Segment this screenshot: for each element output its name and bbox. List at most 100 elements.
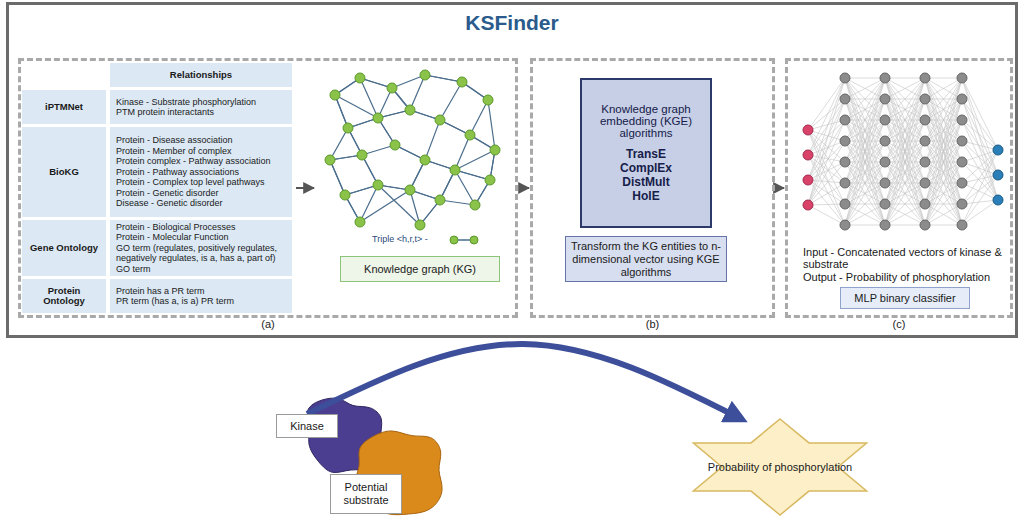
mlp-weight bbox=[808, 162, 845, 180]
mlp-weight bbox=[845, 204, 885, 225]
mlp-weight bbox=[845, 183, 885, 225]
neuron bbox=[840, 157, 850, 167]
mlp-weight bbox=[845, 78, 885, 162]
mlp-weight bbox=[925, 78, 962, 183]
graph-edge bbox=[335, 95, 378, 118]
node-text: Protein - Disease association bbox=[116, 135, 233, 146]
mlp-weight bbox=[925, 78, 962, 225]
mlp-weight bbox=[962, 120, 998, 150]
mlp-weight bbox=[845, 78, 885, 99]
mlp-weight bbox=[962, 183, 998, 200]
mlp-weight bbox=[808, 130, 845, 162]
neuron bbox=[840, 199, 850, 209]
mlp-weight bbox=[925, 120, 962, 225]
mlp-weight bbox=[925, 204, 962, 225]
mlp-weight bbox=[962, 99, 998, 150]
mlp-weight bbox=[885, 204, 925, 225]
graph-edge bbox=[425, 75, 462, 82]
mlp-weight bbox=[808, 130, 845, 225]
mlp-weight bbox=[885, 78, 925, 204]
caption-box: Transform the KG entities to n-dimension… bbox=[565, 236, 727, 282]
neuron bbox=[957, 115, 967, 125]
graph-edge bbox=[330, 160, 345, 195]
neuron bbox=[957, 73, 967, 83]
node-text: Kinase - Substrate phosphorylation bbox=[116, 97, 256, 108]
node-text: PTM protein interactants bbox=[116, 107, 214, 118]
node-text: Knowledge graph (KG) bbox=[364, 263, 476, 275]
mlp-weight bbox=[845, 78, 885, 141]
mlp-weight bbox=[808, 162, 845, 205]
mlp-weight bbox=[925, 99, 962, 225]
mlp-weight bbox=[885, 78, 925, 141]
graph-node bbox=[483, 95, 493, 105]
relation-cell: Protein has a PR termPR term (has a, is … bbox=[110, 279, 292, 313]
mlp-weight bbox=[925, 141, 962, 225]
mlp-weight bbox=[845, 99, 885, 225]
mlp-weight bbox=[808, 180, 845, 183]
neuron bbox=[840, 178, 850, 188]
mlp-weight bbox=[885, 141, 925, 225]
neuron bbox=[803, 125, 813, 135]
graph-edge bbox=[360, 190, 410, 222]
mlp-weight bbox=[808, 141, 845, 180]
panel-label: (a) bbox=[21, 318, 515, 330]
graph-node bbox=[470, 200, 480, 210]
mlp-weight bbox=[885, 78, 925, 204]
mlp-weight bbox=[925, 78, 962, 162]
graph-node bbox=[435, 195, 445, 205]
node-text: iPTMNet bbox=[45, 102, 83, 113]
mlp-weight bbox=[885, 78, 925, 99]
relation-cell: Protein - Biological ProcessesProtein - … bbox=[110, 220, 292, 276]
mlp-weight bbox=[845, 162, 885, 225]
mlp-weight bbox=[962, 162, 998, 200]
mlp-weight bbox=[845, 78, 885, 204]
graph-node bbox=[405, 185, 415, 195]
mlp-weight bbox=[845, 78, 885, 99]
graph-edge bbox=[378, 185, 420, 225]
label-box: Potential substrate bbox=[330, 474, 402, 514]
node-text: HolE bbox=[632, 189, 659, 203]
graph-node bbox=[415, 220, 425, 230]
mlp-weight bbox=[885, 78, 925, 99]
flow-arrow bbox=[296, 187, 314, 189]
mlp-weight bbox=[925, 225, 962, 226]
neuron bbox=[880, 73, 890, 83]
node-text: Protein - Molecular Function bbox=[116, 232, 229, 243]
mlp-weight bbox=[885, 141, 925, 225]
mlp-weight bbox=[885, 99, 925, 225]
neuron bbox=[993, 145, 1003, 155]
node-text: Knowledge graph embedding (KGE) algorith… bbox=[586, 103, 706, 139]
mlp-weight bbox=[845, 120, 885, 225]
graph-node bbox=[325, 155, 335, 165]
node-text: Disease - Genetic disorder bbox=[116, 198, 223, 209]
mlp-weight bbox=[845, 78, 885, 79]
mlp-weight bbox=[885, 78, 925, 183]
source-cell: iPTMNet bbox=[22, 90, 106, 124]
io-note: Output - Probability of phosphorylation bbox=[803, 271, 1015, 283]
mlp-weight bbox=[885, 78, 925, 225]
mlp-weight bbox=[885, 99, 925, 225]
mlp-weight bbox=[962, 150, 998, 183]
graph-node bbox=[420, 70, 430, 80]
neuron bbox=[840, 136, 850, 146]
neuron bbox=[880, 94, 890, 104]
mlp-weight bbox=[925, 162, 962, 225]
curved-arrow bbox=[307, 344, 739, 418]
mlp-network bbox=[803, 73, 1003, 230]
mlp-weight bbox=[808, 204, 845, 205]
mlp-weight bbox=[808, 155, 845, 183]
mlp-weight bbox=[845, 204, 885, 225]
node-text: MLP binary classifier bbox=[854, 292, 955, 304]
node-text: ComplEx bbox=[620, 161, 672, 175]
graph-edge bbox=[425, 120, 440, 160]
flow-arrow bbox=[519, 187, 529, 189]
graph-node bbox=[490, 145, 500, 155]
neuron bbox=[920, 73, 930, 83]
relation-cell: Protein - Disease associationProtein - M… bbox=[110, 127, 292, 217]
node-text: Protein complex - Pathway association bbox=[116, 156, 271, 167]
graph-edge bbox=[330, 160, 345, 195]
graph-edge bbox=[440, 82, 462, 120]
graph-edge bbox=[410, 75, 425, 110]
node-text: Gene Ontology bbox=[30, 243, 98, 254]
mlp-weight bbox=[885, 225, 925, 226]
